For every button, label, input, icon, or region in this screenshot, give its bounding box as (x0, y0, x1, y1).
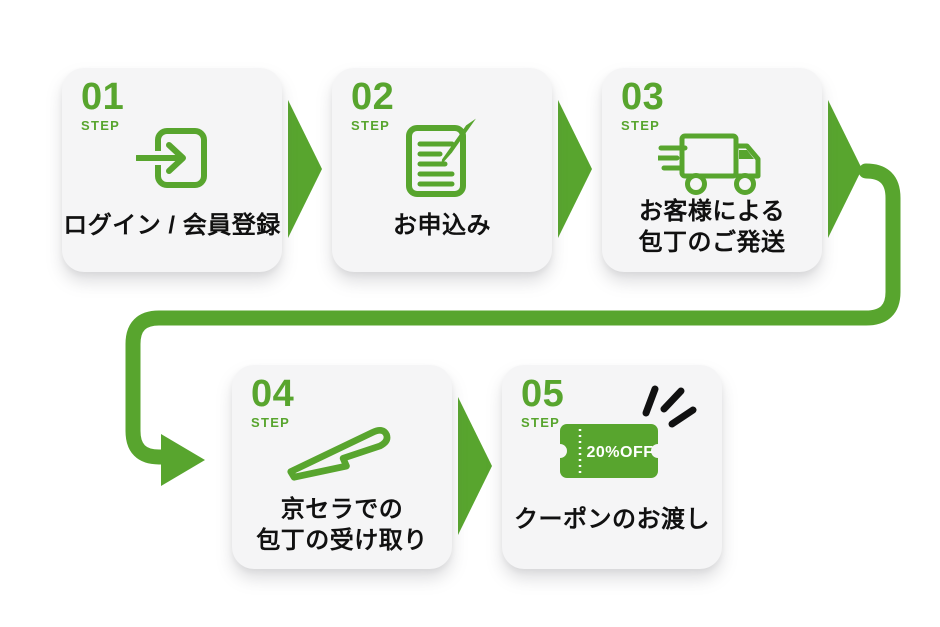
step-number-block: 03 STEP (621, 76, 665, 133)
login-icon (62, 126, 282, 190)
step-word: STEP (521, 414, 561, 430)
step-label-line: 包丁のご発送 (638, 229, 786, 257)
coupon-icon: 20%OFF (502, 383, 722, 479)
step-label: 京セラでの 包丁の受け取り (232, 494, 452, 557)
step-number-block: 01 STEP (81, 76, 125, 133)
emphasis-marks (642, 385, 697, 428)
step-word: STEP (251, 414, 291, 430)
step-word: STEP (351, 117, 391, 133)
step-label-line: クーポンのお渡し (514, 506, 710, 534)
step-label: クーポンのお渡し (502, 504, 722, 536)
step-label-line: ログイン / 会員登録 (63, 212, 281, 240)
step-label: お客様による 包丁のご発送 (602, 196, 822, 259)
application-form-icon (332, 118, 552, 200)
step-label-line: 京セラでの (280, 495, 404, 523)
step-number-text: 04 (251, 373, 295, 415)
step-number-block: 05 STEP (521, 373, 565, 430)
step-number-text: 03 (621, 76, 665, 118)
step-card-4: 04 STEP 京セラでの 包丁の受け取り (232, 365, 452, 569)
step-word: STEP (621, 117, 661, 133)
arrow-step2-to-step3 (558, 100, 592, 238)
step-number-block: 02 STEP (351, 76, 395, 133)
step-card-1: 01 STEP ログイン / 会員登録 (62, 68, 282, 272)
coupon-ticket-shape: 20%OFF (560, 424, 665, 478)
connector-arrowhead (161, 434, 205, 486)
step-number-block: 04 STEP (251, 373, 295, 430)
step-number-text: 05 (521, 373, 565, 415)
step-number-text: 02 (351, 76, 395, 118)
step-word: STEP (81, 117, 121, 133)
step-card-3: 03 STEP お客様による 包丁のご発送 (602, 68, 822, 272)
step-label: お申込み (332, 210, 552, 242)
arrow-step4-to-step5 (458, 397, 492, 535)
arrow-step3-to-connector (828, 100, 862, 238)
coupon-discount-text: 20%OFF (586, 444, 653, 461)
shipping-truck-icon (602, 132, 822, 196)
step-label-line: お客様による (638, 197, 786, 225)
pen-glyph (441, 118, 476, 165)
step-label: ログイン / 会員登録 (62, 210, 282, 242)
step-label-line: お申込み (393, 212, 491, 240)
step-label-line: 包丁の受け取り (256, 527, 428, 555)
step-number-text: 01 (81, 76, 125, 118)
step-card-2: 02 STEP お申込み (332, 68, 552, 272)
step-card-5: 05 STEP 20%OFF クーポンのお渡し (502, 365, 722, 569)
knife-icon (232, 407, 452, 485)
arrow-step1-to-step2 (288, 100, 322, 238)
